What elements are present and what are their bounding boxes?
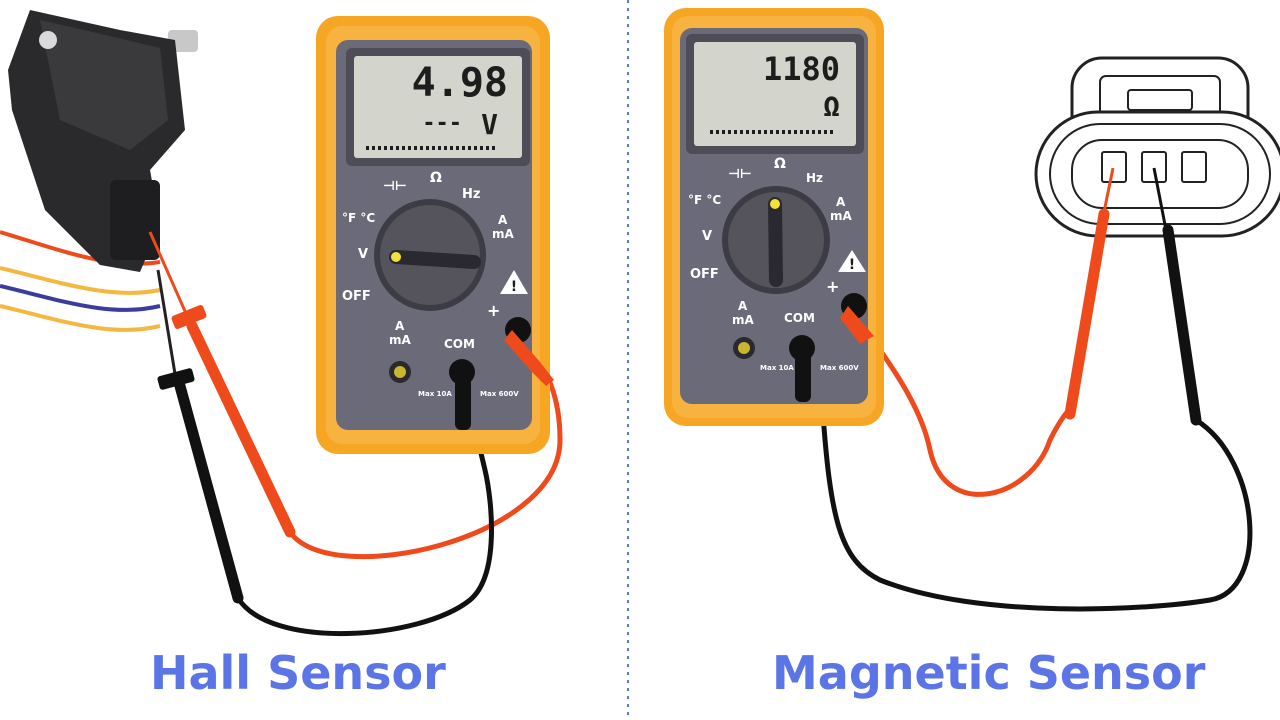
- red-probe-tip: [148, 231, 190, 319]
- rotary-selector-right[interactable]: [722, 186, 830, 294]
- red-probe-handle: [186, 320, 296, 538]
- warning-icon: [500, 270, 528, 294]
- jack-milliamp-label-right: mA: [732, 313, 755, 327]
- black-probe-handle: [174, 380, 244, 604]
- black-probe-handle-right: [1162, 224, 1202, 426]
- jack-ma-center: [394, 366, 406, 378]
- dial-pointer: [389, 250, 481, 269]
- hall-multimeter: 4.98 --- V ⊣⊢ Ω Hz °F °C A mA V OFF ! +: [316, 16, 554, 454]
- red-plug: [504, 330, 554, 386]
- plus-label-right: +: [826, 277, 839, 296]
- sensor-connector-front: [1034, 56, 1280, 238]
- plus-label: +: [487, 301, 500, 320]
- hz-label: Hz: [462, 187, 480, 202]
- display-screen-right: [694, 42, 856, 146]
- terminal-1: [1101, 151, 1127, 183]
- jack-milliamp-label: mA: [389, 333, 412, 347]
- dial-indicator-dot-right: [770, 199, 780, 209]
- jack-amp-label: A: [395, 319, 405, 333]
- black-plug-right: [795, 340, 811, 402]
- magnetic-sensor-panel: 1180 Ω ⊣⊢ Ω Hz °F °C A mA V OFF ! + A mA…: [664, 8, 1280, 612]
- hall-sensor-body: [8, 10, 198, 272]
- black-probe-tip: [156, 269, 178, 381]
- hall-black-probe: [156, 269, 244, 604]
- max-voltage-label-right: Max 600V: [820, 364, 859, 372]
- black-plug: [455, 364, 471, 430]
- max-current-label: Max 10A: [418, 390, 452, 398]
- rotary-selector[interactable]: [374, 199, 486, 311]
- hall-sensor-panel: 4.98 --- V ⊣⊢ Ω Hz °F °C A mA V OFF ! +: [0, 10, 563, 637]
- ohm-label: Ω: [430, 170, 442, 186]
- diode-icon-right: ⊣⊢: [728, 167, 752, 182]
- volts-label: V: [358, 247, 368, 262]
- display-reading-right: 1180: [763, 50, 840, 88]
- magnetic-black-probe: [1152, 167, 1202, 426]
- milliamp-label-right: mA: [830, 209, 853, 223]
- red-probe-handle-right: [1064, 208, 1110, 420]
- sensor-mount-hole: [39, 31, 57, 49]
- hall-red-probe: [148, 231, 296, 538]
- jack-amp-label-right: A: [738, 299, 748, 313]
- ohm-label-right: Ω: [774, 156, 786, 172]
- milliamp-label: mA: [492, 227, 515, 241]
- warning-icon-mark: !: [511, 279, 517, 295]
- magnetic-sensor-caption: Magnetic Sensor: [772, 646, 1206, 700]
- com-label-right: COM: [784, 311, 815, 325]
- magnetic-red-lead: [849, 310, 1072, 497]
- volts-label-right: V: [702, 229, 712, 244]
- connector-latch-tab: [1127, 89, 1193, 111]
- black-probe-guard: [157, 368, 195, 390]
- magnetic-multimeter: 1180 Ω ⊣⊢ Ω Hz °F °C A mA V OFF ! + A mA…: [664, 8, 884, 426]
- display-unit: V: [481, 108, 498, 141]
- sensor-wire-orange-bottom: [0, 304, 161, 332]
- warning-icon-right: [838, 250, 866, 272]
- terminal-3: [1181, 151, 1207, 183]
- dial-pointer-right: [768, 197, 783, 287]
- max-current-label-right: Max 10A: [760, 364, 794, 372]
- sensor-wire-blue: [0, 284, 161, 312]
- black-probe-pin: [1152, 167, 1168, 231]
- display-unit-right: Ω: [823, 90, 840, 123]
- magnetic-red-probe: [1064, 167, 1115, 420]
- sensor-connector: [110, 180, 160, 260]
- magnetic-black-lead: [819, 399, 1253, 612]
- max-voltage-label: Max 600V: [480, 390, 519, 398]
- red-probe-pin: [1102, 167, 1115, 213]
- hall-sensor-caption: Hall Sensor: [150, 646, 446, 700]
- dial-indicator-dot: [391, 252, 401, 262]
- off-label-right: OFF: [690, 267, 719, 282]
- dc-symbol: ---: [422, 111, 462, 136]
- amp-label: A: [498, 213, 508, 227]
- off-label: OFF: [342, 289, 371, 304]
- connector-cavity: [1071, 139, 1249, 209]
- display-reading: 4.98: [412, 60, 508, 106]
- red-probe-guard: [171, 305, 207, 329]
- temperature-label-right: °F °C: [688, 193, 721, 207]
- display-screen: [354, 56, 522, 158]
- sensor-housing-highlight: [40, 20, 168, 150]
- jack-ma-center-right: [738, 342, 750, 354]
- red-plug-right: [840, 306, 874, 344]
- terminal-2: [1141, 151, 1167, 183]
- amp-label-right: A: [836, 195, 846, 209]
- com-label: COM: [444, 337, 475, 351]
- temperature-label: °F °C: [342, 211, 375, 225]
- warning-icon-mark-right: !: [849, 257, 855, 273]
- hz-label-right: Hz: [806, 171, 823, 185]
- sensor-wire-orange-top: [0, 266, 161, 295]
- connector-inner-shell: [1049, 123, 1271, 225]
- diode-icon: ⊣⊢: [383, 179, 407, 194]
